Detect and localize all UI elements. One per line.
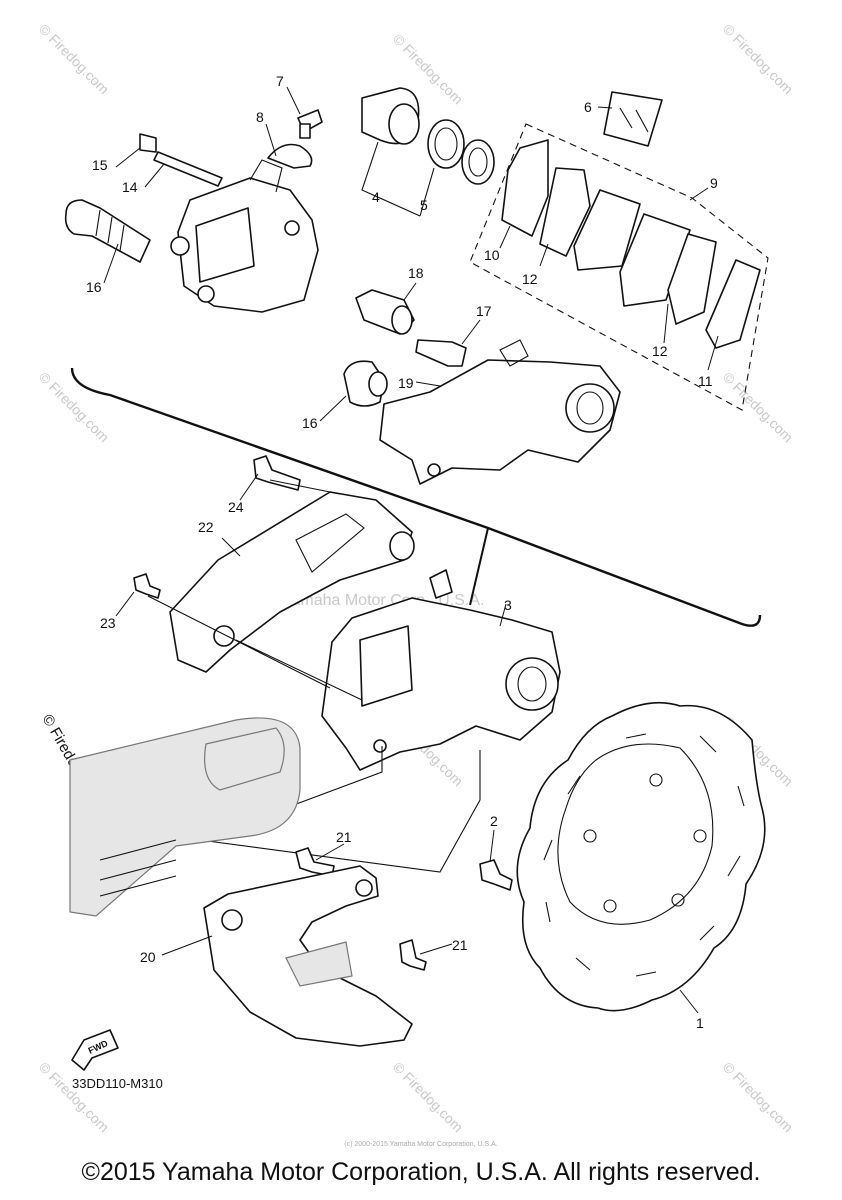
pad-spring	[603, 91, 663, 147]
callout-22: 22	[198, 519, 214, 535]
callout-17: 17	[476, 303, 492, 319]
piston	[361, 87, 420, 145]
watermark-bottom-right: © Firedog.com	[720, 1059, 796, 1135]
callout-8: 8	[256, 109, 264, 125]
caliper-guard	[169, 491, 415, 673]
bracket-pin	[415, 339, 467, 367]
boot	[343, 360, 388, 407]
collar	[355, 289, 415, 335]
guard-bolt-lower	[133, 573, 161, 599]
callout-11: 11	[698, 373, 713, 389]
callout-18: 18	[408, 265, 424, 281]
callout-6: 6	[584, 99, 592, 115]
callout-3: 3	[504, 597, 512, 613]
brake-disc	[516, 701, 766, 1012]
callout-12a: 12	[522, 271, 538, 287]
swingarm-outline	[69, 717, 301, 917]
caliper-bolt	[64, 199, 151, 263]
caliper-assembly	[321, 569, 561, 771]
disc-bolt	[479, 859, 513, 891]
watermark-top-left: © Firedog.com	[36, 21, 112, 97]
watermark-mid-left: © Firedog.com	[36, 369, 112, 445]
pad-set	[501, 139, 761, 349]
callout-21a: 21	[336, 829, 352, 845]
callout-16: 16	[302, 415, 318, 431]
bleed-screw	[267, 109, 323, 169]
watermark-bottom-center: © Firedog.com	[390, 1059, 466, 1135]
watermark-top-right: © Firedog.com	[720, 21, 796, 97]
copyright-notice: ©2015 Yamaha Motor Corporation, U.S.A. A…	[81, 1158, 761, 1186]
callout-23: 23	[100, 615, 116, 631]
callout-7: 7	[276, 73, 284, 89]
pad-pin	[139, 133, 223, 187]
disc-guard	[203, 865, 413, 1047]
callout-20: 20	[140, 949, 156, 965]
assembly-lines	[147, 479, 481, 873]
callout-10: 10	[484, 247, 500, 263]
diagram-code: 33DD110-M310	[72, 1076, 163, 1091]
callout-2: 2	[490, 813, 498, 829]
fine-print: (c) 2000-2015 Yamaha Motor Corporation, …	[344, 1141, 498, 1148]
group-line-4-5	[361, 141, 435, 217]
seal-outer	[427, 119, 465, 169]
callout-15: 16	[86, 279, 102, 295]
guard-bolt-upper	[253, 455, 301, 491]
callout-21b: 21	[452, 937, 468, 953]
watermark-mid-right: © Firedog.com	[720, 369, 796, 445]
callout-1: 1	[696, 1015, 704, 1031]
callout-12b: 12	[652, 343, 668, 359]
bracket-stem	[469, 527, 489, 606]
seal-inner	[461, 139, 495, 185]
callout-5: 5	[420, 197, 428, 213]
callout-24: 24	[228, 499, 244, 515]
watermark-bottom-left: © Firedog.com	[36, 1059, 112, 1135]
fwd-arrow-icon: FWD	[71, 1029, 119, 1071]
callout-13: 14	[122, 179, 138, 195]
caliper-bracket-exploded	[379, 339, 621, 485]
callout-19: 19	[398, 375, 414, 391]
guard-bolt-21b	[399, 939, 427, 971]
guard-bolt-21a	[295, 847, 335, 877]
callout-14: 15	[92, 157, 108, 173]
callout-4: 4	[372, 189, 380, 205]
callout-9: 9	[710, 175, 718, 191]
caliper-body-exploded	[170, 159, 319, 313]
callout-leaders	[103, 86, 719, 1014]
callout-labels: 7 8 15 14 16 4 5 6 9 10 12 12 11 18 17 1…	[86, 73, 718, 1031]
